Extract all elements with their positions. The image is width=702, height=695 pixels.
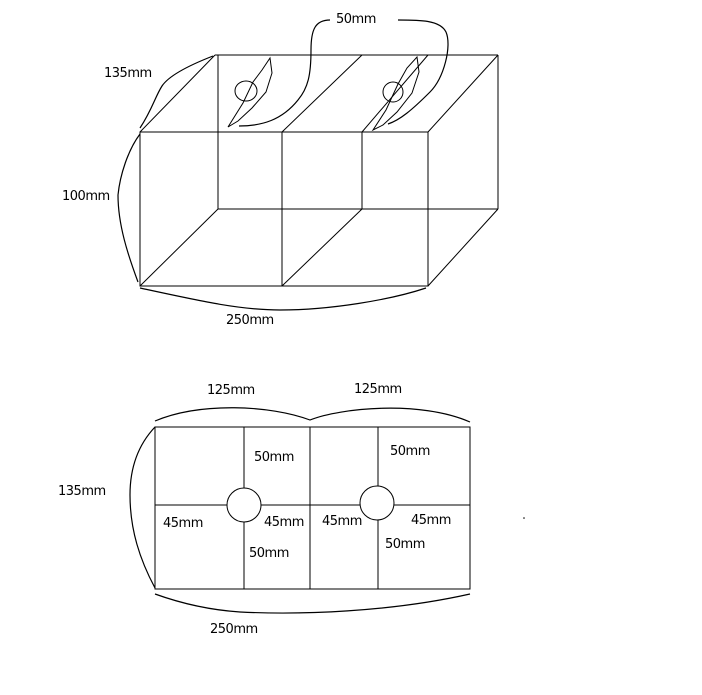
label-3d-height: 100mm	[62, 189, 110, 204]
depth-edge-right	[427, 54, 499, 133]
plan-hole-right	[359, 485, 395, 521]
depth-edge-div1	[281, 54, 363, 133]
plan-view: 125mm 125mm 135mm 250mm 50mm 45mm 45mm 5…	[58, 382, 471, 637]
depth-edge-left	[139, 54, 216, 133]
depth-edge-div2	[361, 54, 429, 133]
brace-50mm	[238, 19, 449, 127]
label-3d-depth: 135mm	[104, 66, 152, 81]
label-3d-length: 250mm	[226, 313, 274, 328]
hole-right	[382, 81, 404, 103]
label-right-cell-top: 50mm	[390, 444, 430, 459]
brace-135mm	[139, 55, 214, 129]
label-right-cell-right: 45mm	[411, 513, 451, 528]
label-plan-depth: 135mm	[58, 484, 106, 499]
plan-hole-left	[226, 487, 262, 523]
bottom-depth-right	[427, 208, 499, 287]
label-left-cell-bottom: 50mm	[249, 546, 289, 561]
plan-brace-bottom	[154, 593, 471, 614]
hole-left-flap	[227, 56, 273, 128]
label-plan-left-half: 125mm	[207, 383, 255, 398]
brace-250mm	[139, 287, 427, 311]
bottom-depth-left	[139, 208, 219, 287]
hole-right-flap	[371, 55, 420, 132]
plan-brace-top	[154, 407, 471, 423]
label-left-cell-left: 45mm	[163, 516, 203, 531]
label-plan-length: 250mm	[210, 622, 258, 637]
label-right-cell-bottom: 50mm	[385, 537, 425, 552]
stray-dot	[523, 517, 525, 519]
hole-left	[234, 80, 258, 102]
bottom-depth-div	[281, 208, 363, 287]
label-left-cell-right: 45mm	[264, 515, 304, 530]
plan-outline	[154, 426, 471, 590]
plan-brace-left	[129, 426, 156, 589]
brace-100mm	[117, 133, 141, 283]
label-3d-width: 50mm	[336, 12, 376, 27]
label-plan-right-half: 125mm	[354, 382, 402, 397]
label-left-cell-top: 50mm	[254, 450, 294, 465]
box-3d-view: 50mm 135mm 100mm 250mm	[62, 12, 499, 328]
label-right-cell-left: 45mm	[322, 514, 362, 529]
